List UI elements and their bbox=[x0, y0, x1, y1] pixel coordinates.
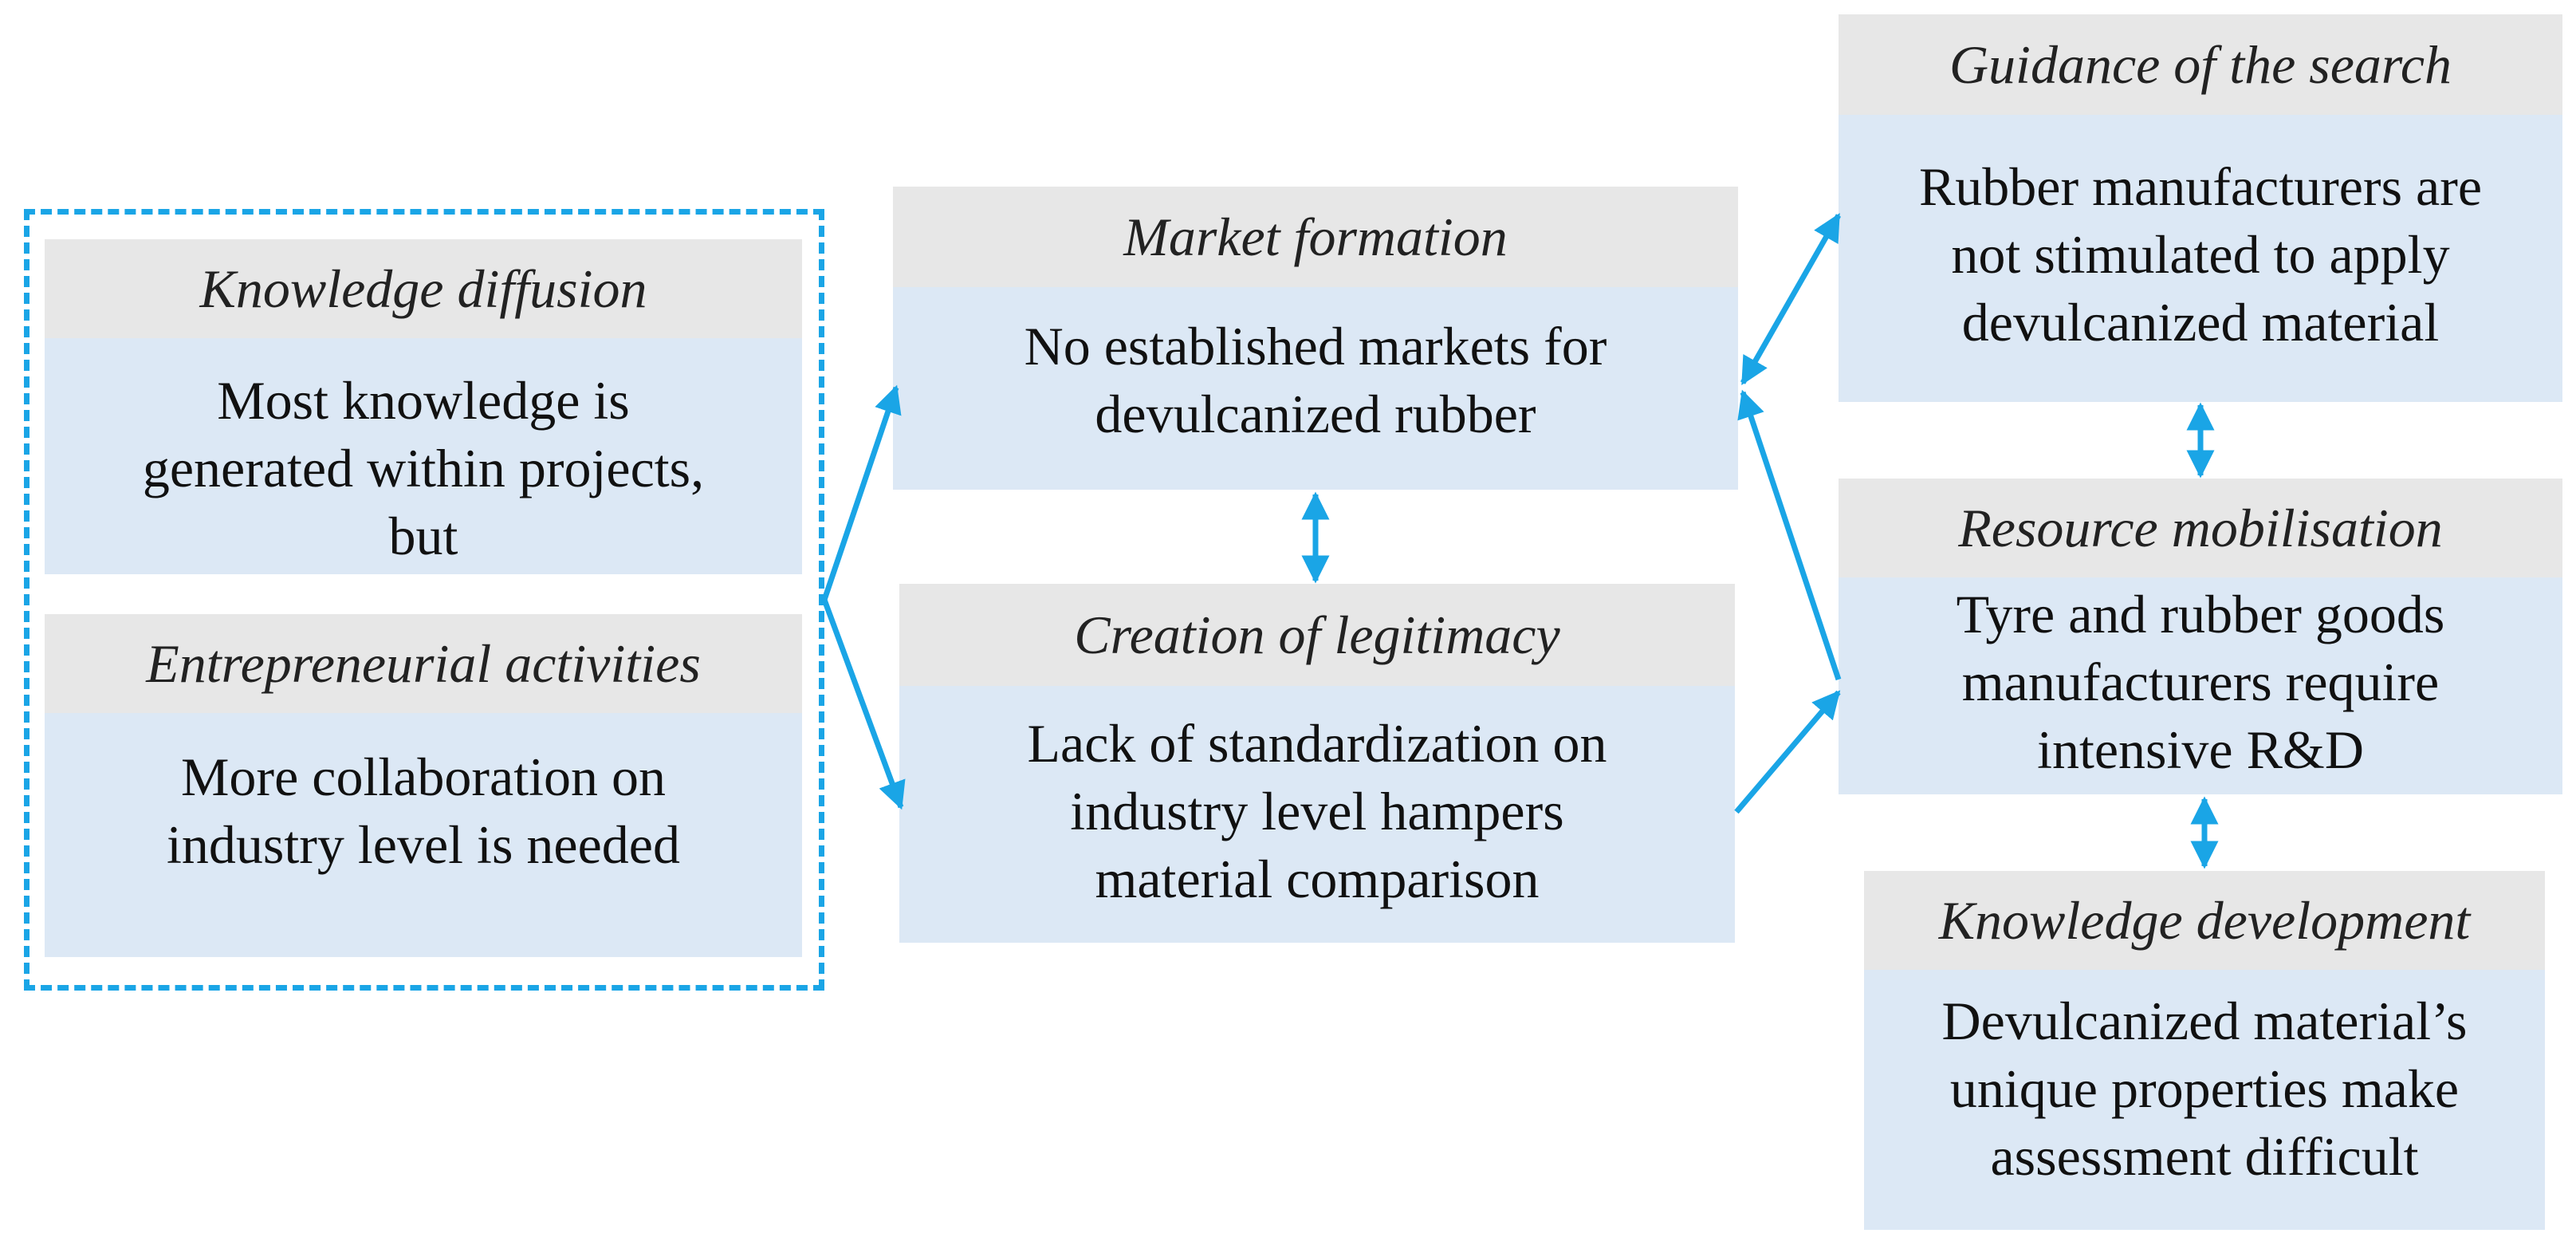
knowledge-development-box: Knowledge development Devulcanized mater… bbox=[1864, 871, 2545, 1230]
entrepreneurial-activities-title: Entrepreneurial activities bbox=[45, 614, 802, 713]
market-formation-title: Market formation bbox=[893, 187, 1738, 287]
arrow-legitimacy-to-resource bbox=[1734, 690, 1841, 814]
resource-mobilisation-box: Resource mobilisation Tyre and rubber go… bbox=[1839, 479, 2562, 794]
market-formation-text: No established markets for devulcanized … bbox=[893, 287, 1738, 490]
knowledge-diffusion-text: Most knowledge is generated within proje… bbox=[45, 338, 802, 574]
creation-of-legitimacy-title: Creation of legitimacy bbox=[899, 584, 1735, 686]
market-formation-box: Market formation No established markets … bbox=[893, 187, 1738, 490]
entrepreneurial-activities-text: More collaboration on industry level is … bbox=[45, 713, 802, 957]
arrow-resource-to-market bbox=[1737, 389, 1842, 681]
arrow-group-to-legitimacy bbox=[821, 598, 906, 810]
knowledge-development-text: Devulcanized material’s unique propertie… bbox=[1864, 970, 2545, 1230]
entrepreneurial-activities-box: Entrepreneurial activities More collabor… bbox=[45, 614, 802, 957]
resource-mobilisation-title: Resource mobilisation bbox=[1839, 479, 2562, 577]
guidance-of-the-search-text: Rubber manufacturers are not stimulated … bbox=[1839, 115, 2562, 402]
function-group-border bbox=[24, 209, 824, 991]
knowledge-diffusion-box: Knowledge diffusion Most knowledge is ge… bbox=[45, 239, 802, 574]
guidance-of-the-search-title: Guidance of the search bbox=[1839, 14, 2562, 115]
knowledge-diffusion-title: Knowledge diffusion bbox=[45, 239, 802, 338]
guidance-of-the-search-box: Guidance of the search Rubber manufactur… bbox=[1839, 14, 2562, 402]
knowledge-development-title: Knowledge development bbox=[1864, 871, 2545, 970]
resource-mobilisation-text: Tyre and rubber goods manufacturers requ… bbox=[1839, 577, 2562, 794]
arrow-market-guidance bbox=[1740, 212, 1842, 386]
creation-of-legitimacy-box: Creation of legitimacy Lack of standardi… bbox=[899, 584, 1735, 943]
creation-of-legitimacy-text: Lack of standardization on industry leve… bbox=[899, 686, 1735, 943]
arrow-group-to-market-formation bbox=[821, 384, 902, 601]
